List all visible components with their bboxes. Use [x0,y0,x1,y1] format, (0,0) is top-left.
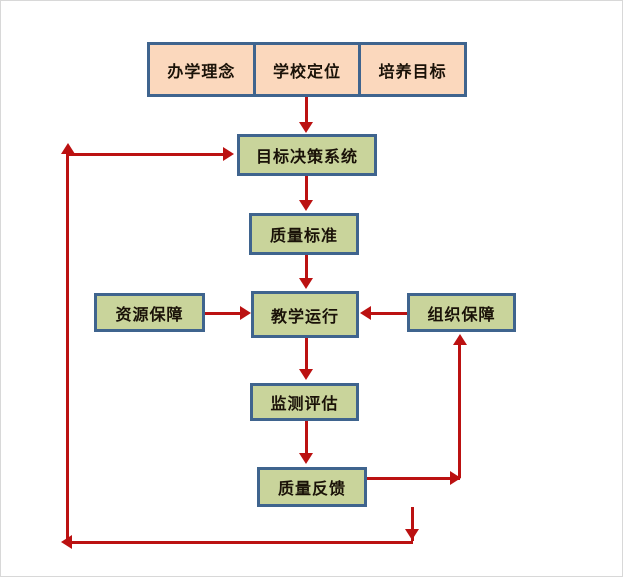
connector-monitoring-to-feedback-arrow [299,453,313,464]
connector-left-to-goal-arrowhead [223,147,234,161]
connector-feedback-down-arrowhead [405,529,419,540]
connector-goal-to-standard-arrow [299,200,313,211]
connector-top-to-goal-arrow [299,122,313,133]
node-organization-support[interactable]: 组织保障 [407,293,516,332]
connector-standard-to-operation-line [305,255,308,279]
node-quality-feedback[interactable]: 质量反馈 [257,467,367,507]
connector-standard-to-operation-arrow [299,278,313,289]
node-training-objective[interactable]: 培养目标 [358,45,464,94]
connector-feedback-up-segment [458,345,461,478]
connector-organization-to-operation-arrow [360,306,371,320]
node-philosophy[interactable]: 办学理念 [167,61,236,81]
node-school-positioning[interactable]: 学校定位 [252,45,359,94]
connector-organization-to-operation-line [371,312,407,315]
node-goal-decision-system[interactable]: 目标决策系统 [237,134,377,176]
connector-monitoring-to-feedback-line [305,421,308,455]
connector-feedback-to-organization-arrow [453,334,467,345]
connector-goal-to-standard-line [305,176,308,202]
connector-left-to-goal-segment [67,153,225,156]
node-quality-standard[interactable]: 质量标准 [249,213,359,255]
connector-operation-to-monitoring-arrow [299,369,313,380]
connector-operation-to-monitoring-line [305,338,308,370]
connector-feedback-right-arrowhead [450,471,461,485]
node-teaching-operation[interactable]: 教学运行 [251,291,359,338]
connector-resource-to-operation-arrow [240,306,251,320]
connector-feedback-right-segment [367,477,460,480]
connector-resource-to-operation-line [205,312,241,315]
node-monitoring-evaluation[interactable]: 监测评估 [250,383,359,421]
node-resource-support[interactable]: 资源保障 [94,293,205,332]
connector-left-up-arrowhead [61,143,75,154]
connector-feedback-down-segment [411,507,414,541]
top-row-group: 办学理念 学校定位 培养目标 [147,42,467,97]
connector-bottom-left-segment [67,541,413,544]
connector-left-up-segment [66,153,69,543]
connector-top-to-goal-line [305,97,308,124]
